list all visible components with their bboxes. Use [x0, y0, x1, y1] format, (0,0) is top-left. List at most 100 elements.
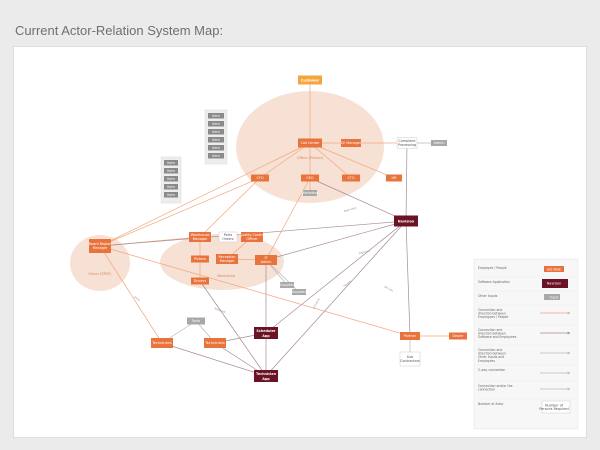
legend-row-label: Other Inputs and: [478, 355, 504, 359]
node-parts-orders[interactable]: [218, 231, 238, 243]
legend-row-label: Employee / People: [478, 266, 507, 270]
legend-row-label: Connection and/or the: [478, 384, 513, 388]
node-label-it-admin: Admin: [261, 260, 272, 264]
node-cfo[interactable]: [251, 174, 269, 182]
node-drivers[interactable]: [191, 277, 209, 285]
legend-sample-software: [542, 279, 568, 288]
node-complaint[interactable]: [396, 137, 418, 149]
edge-drivers-technician_app: [199, 280, 267, 377]
node-label-it-admin: IT: [264, 256, 268, 260]
node-board-mgr[interactable]: [89, 239, 111, 253]
upper-list-item: [208, 145, 224, 151]
edge-label: schedule: [311, 297, 320, 309]
legend-row-label: 2-way connection: [478, 368, 505, 372]
system-map-board: Office (Tehran)Union (SPSF)Workshop orde…: [14, 47, 586, 437]
legend-sample-text: Persons Required: [539, 407, 568, 411]
lower-list-item-label: Item: [167, 161, 175, 165]
node-label-marketing: Marketing: [302, 191, 319, 195]
edge-board_mgr-cfo: [99, 177, 261, 247]
node-it-admin[interactable]: [255, 255, 277, 265]
node-supplier-b[interactable]: [292, 289, 306, 295]
node-admin[interactable]: [431, 140, 447, 146]
node-label-ce-manager: CE Manager: [341, 141, 362, 145]
legend-row-label: Connection and: [478, 308, 502, 312]
node-label-warehouse-mgr: Manager: [193, 237, 208, 241]
edge-label: job info: [383, 284, 395, 293]
node-label-navision: Navision: [398, 220, 415, 224]
edge-navision-partner: [405, 220, 412, 337]
legend-row-label: Other Inputs: [478, 294, 498, 298]
node-dealer[interactable]: [449, 332, 467, 340]
node-quality-ctrl[interactable]: [241, 232, 263, 242]
edge-label: payment: [358, 249, 370, 255]
node-label-cfo: CFO: [257, 176, 264, 180]
node-customer[interactable]: [298, 75, 322, 85]
node-label-partner: Partner: [404, 334, 417, 338]
node-tools[interactable]: [187, 317, 205, 325]
legend-row-label: Number of Actor: [478, 402, 504, 406]
edge-ceo-it_admin: [265, 177, 311, 261]
node-label-ceo: CEO: [306, 176, 314, 180]
legend-sample-other: [544, 294, 560, 300]
edge-navision-scheduler_app: [265, 220, 407, 334]
node-ce-manager[interactable]: [341, 139, 361, 147]
edge-label: reports: [342, 279, 352, 288]
node-reception-mgr[interactable]: [216, 254, 238, 264]
node-warehouse-mgr[interactable]: [189, 232, 211, 242]
node-label-quality-ctrl: Officer: [246, 237, 258, 241]
page-title: Current Actor-Relation System Map:: [15, 23, 224, 38]
legend-row-label: Software Application: [478, 280, 510, 284]
legend-row-label: Software and Employees: [478, 335, 517, 339]
lower-list-item-label: Item: [167, 177, 175, 181]
node-scheduler-app[interactable]: [254, 327, 278, 339]
node-label-customer: Customer: [301, 79, 320, 83]
legend-row-label: Employees / People: [478, 315, 508, 319]
node-label-quality-ctrl: Quality Control: [239, 233, 265, 237]
node-label-hr: HR: [392, 176, 398, 180]
upper-list-item-label: Item: [212, 138, 220, 142]
upper-list-item: [208, 137, 224, 143]
edge-label: data entry: [343, 205, 358, 212]
lower-list-item-label: Item: [167, 185, 175, 189]
node-partner[interactable]: [400, 332, 420, 340]
system-map-canvas: Office (Tehran)Union (SPSF)Workshop orde…: [70, 75, 579, 430]
edge-techs_a-technician_app: [161, 342, 267, 377]
legend-row-label: direction between: [478, 332, 506, 336]
node-technician-app[interactable]: [254, 370, 278, 382]
legend-sample-text: Number of: [545, 403, 564, 407]
upper-list-item: [208, 129, 224, 135]
node-techs-b[interactable]: [204, 338, 226, 348]
edge-board_mgr-techs_a: [99, 245, 163, 344]
node-label-parts-orders: Parts: [224, 233, 233, 237]
node-hr[interactable]: [386, 174, 402, 182]
node-marketing[interactable]: [303, 190, 317, 196]
node-pickers[interactable]: [191, 255, 209, 263]
lower-list-item-label: Item: [167, 169, 175, 173]
group-g_left: [70, 235, 130, 291]
upper-list-item: [208, 153, 224, 159]
node-cto[interactable]: [342, 174, 360, 182]
legend-sample-person: [544, 266, 564, 272]
node-label-admin: Admin: [434, 141, 445, 145]
edge-navision-technician_app: [265, 220, 407, 377]
upper-list-item-label: Item: [212, 130, 220, 134]
node-supplier-a[interactable]: [280, 282, 294, 288]
legend-row-label: Employees: [478, 359, 495, 363]
node-ceo[interactable]: [301, 174, 319, 182]
upper-list-item: [208, 121, 224, 127]
upper-list-item-label: Item: [212, 122, 220, 126]
node-label-dealer: Dealer: [452, 334, 464, 338]
node-label-reception-mgr: Reception: [219, 255, 236, 259]
edge-board_mgr-partner: [99, 245, 411, 337]
lower-list-item: [164, 192, 178, 198]
legend-sample-text: Navision: [547, 281, 562, 285]
node-call-center[interactable]: [298, 138, 322, 148]
node-navision[interactable]: [394, 215, 418, 227]
edge-cfo-warehouse_mgr: [199, 177, 261, 238]
lower-list-item: [164, 160, 178, 166]
legend-row-label: Connection and: [478, 348, 502, 352]
node-techs-a[interactable]: [151, 338, 173, 348]
upper-list-item: [208, 113, 224, 119]
node-label-complaint: Processing: [398, 143, 416, 147]
node-sub-contractors[interactable]: [399, 351, 421, 367]
